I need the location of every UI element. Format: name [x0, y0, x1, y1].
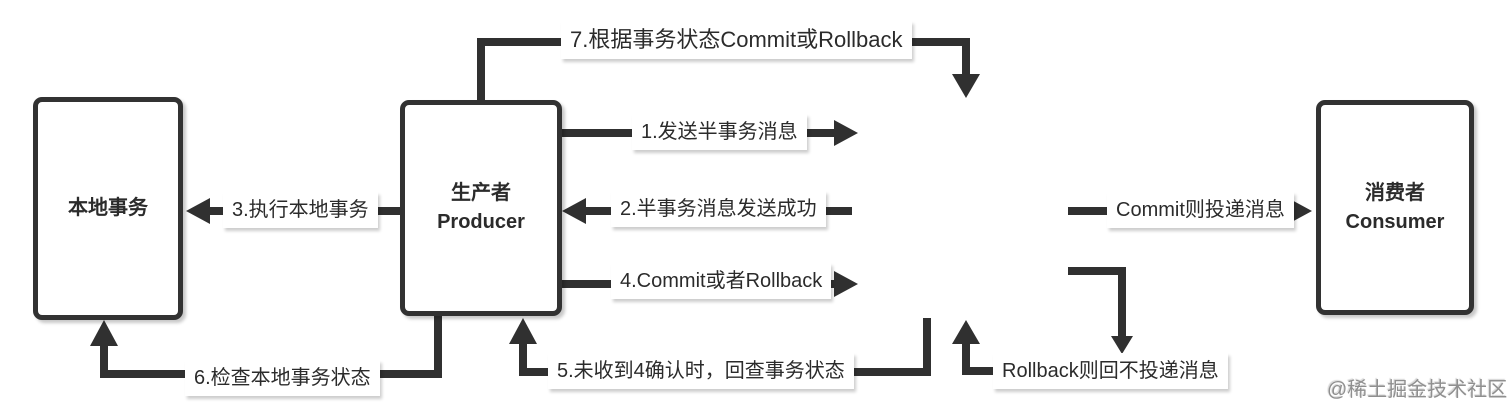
- edge-label-step7: 7.根据事务状态Commit或Rollback: [561, 21, 912, 60]
- edge-step4-arrowhead: [834, 271, 858, 297]
- edge-step1-arrowhead: [834, 120, 858, 146]
- node-producer: 生产者 Producer: [400, 100, 562, 316]
- edge-rollback-return-arrowhead: [952, 320, 980, 344]
- edge-commit-arrowhead: [1288, 198, 1312, 224]
- edge-rollback-out-arrowhead: [1111, 336, 1133, 354]
- edge-step5-arrowhead: [509, 318, 537, 344]
- edge-rollback-return-line: [962, 342, 994, 375]
- edge-label-step4: 4.Commit或者Rollback: [611, 263, 832, 299]
- edge-label-step5: 5.未收到4确认时，回查事务状态: [548, 353, 854, 389]
- node-producer-label-cn: 生产者: [451, 182, 511, 204]
- node-consumer-label-cn: 消费者: [1365, 181, 1425, 204]
- node-local-transaction: 本地事务: [33, 97, 183, 320]
- edge-label-rollback: Rollback则回不投递消息: [993, 353, 1228, 389]
- edge-rollback-out-line: [1068, 267, 1126, 340]
- edge-step2-arrowhead: [562, 198, 586, 224]
- node-consumer-label-en: Consumer: [1345, 210, 1445, 233]
- node-local-transaction-label: 本地事务: [68, 197, 148, 219]
- edge-label-step2: 2.半事务消息发送成功: [611, 191, 826, 227]
- edge-step3-arrowhead: [186, 198, 210, 224]
- edge-label-commit: Commit则投递消息: [1107, 192, 1294, 228]
- edge-label-step3: 3.执行本地事务: [223, 192, 378, 228]
- edge-step6-arrowhead: [90, 320, 118, 346]
- node-producer-label-en: Producer: [437, 211, 525, 233]
- edge-label-step1: 1.发送半事务消息: [632, 114, 807, 150]
- watermark: @稀土掘金技术社区: [1327, 379, 1508, 401]
- edge-step7-arrowhead: [952, 74, 980, 98]
- node-consumer: 消费者 Consumer: [1316, 100, 1474, 315]
- edge-label-step6: 6.检查本地事务状态: [185, 360, 380, 396]
